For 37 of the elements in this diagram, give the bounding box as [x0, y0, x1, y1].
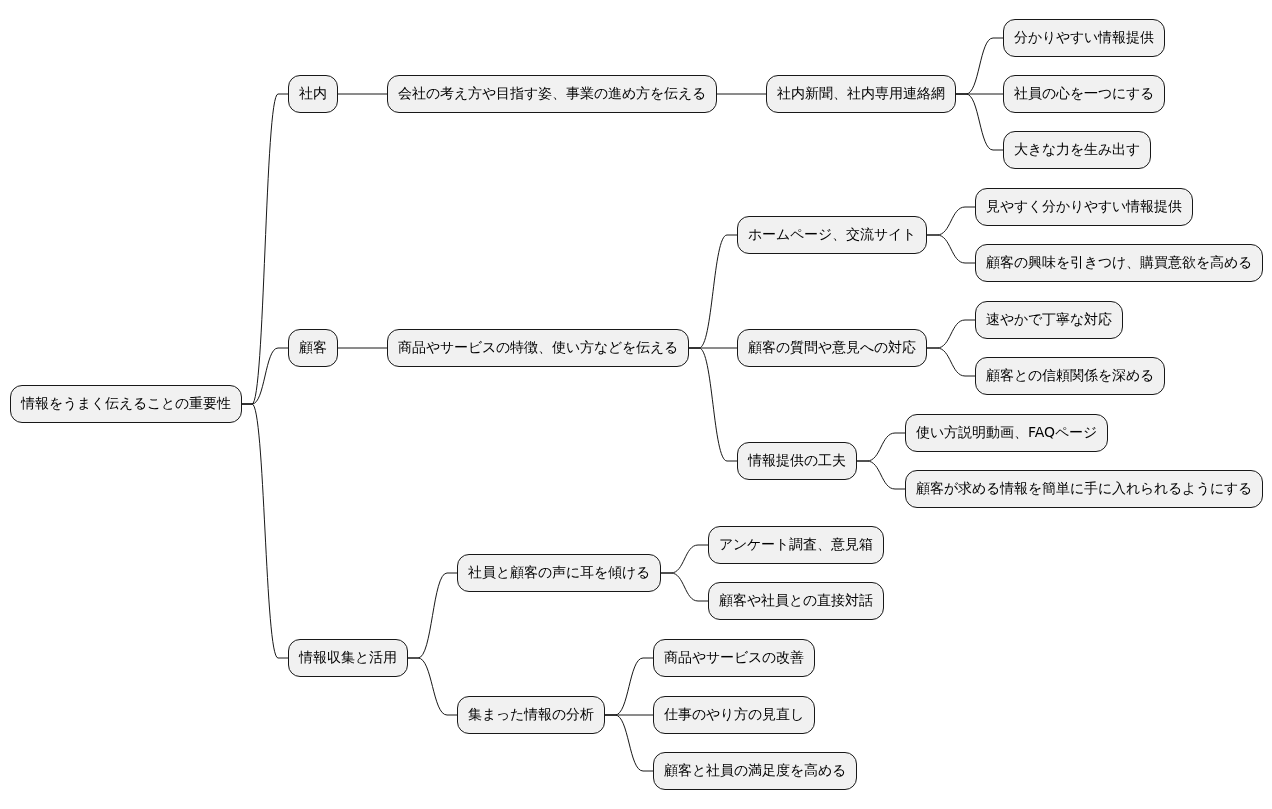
topic-box: 社員の心を一つにする [1003, 75, 1165, 113]
topic-box: 分かりやすい情報提供 [1003, 19, 1165, 57]
topic-box: 商品やサービスの改善 [653, 639, 815, 677]
topic-box: 顧客や社員との直接対話 [708, 582, 884, 620]
connector-line [660, 572, 709, 602]
topic-box: ホームページ、交流サイト [737, 216, 927, 254]
topic-box: 情報収集と活用 [288, 639, 408, 677]
topic-box: 顧客の質問や意見への対応 [737, 329, 927, 367]
topic-box: 情報提供の工夫 [737, 442, 857, 480]
topic-box: 顧客との信頼関係を深める [975, 357, 1165, 395]
connector-line [604, 714, 654, 772]
connector-line [407, 657, 458, 716]
topic-box: 商品やサービスの特徴、使い方などを伝える [387, 329, 689, 367]
topic-box: 顧客 [288, 329, 338, 367]
topic-box: 顧客と社員の満足度を高める [653, 752, 857, 790]
topic-box: 顧客の興味を引きつけ、購買意欲を高める [975, 244, 1263, 282]
connector-line [856, 460, 906, 490]
topic-box: 顧客が求める情報を簡単に手に入れられるようにする [905, 470, 1263, 508]
topic-box: 社内 [288, 75, 338, 113]
connector-line [926, 234, 976, 264]
connector-line [337, 93, 388, 95]
connector-line [716, 93, 767, 95]
topic-box: 仕事のやり方の見直し [653, 696, 815, 734]
topic-box: 社内新聞、社内専用連絡網 [766, 75, 956, 113]
topic-box: 見やすく分かりやすい情報提供 [975, 188, 1193, 226]
connector-line [955, 93, 1004, 151]
connector-line [688, 347, 738, 462]
connector-line [337, 347, 388, 349]
topic-box: 大きな力を生み出す [1003, 131, 1151, 169]
topic-box: 社員と顧客の声に耳を傾ける [457, 554, 661, 592]
connector-line [926, 347, 976, 377]
central-topic-box: 情報をうまく伝えることの重要性 [10, 385, 242, 423]
topic-box: 使い方説明動画、FAQページ [905, 414, 1109, 452]
topic-box: 集まった情報の分析 [457, 696, 605, 734]
topic-box: 速やかで丁寧な対応 [975, 301, 1123, 339]
topic-box: アンケート調査、意見箱 [708, 526, 884, 564]
topic-box: 会社の考え方や目指す姿、事業の進め方を伝える [387, 75, 717, 113]
